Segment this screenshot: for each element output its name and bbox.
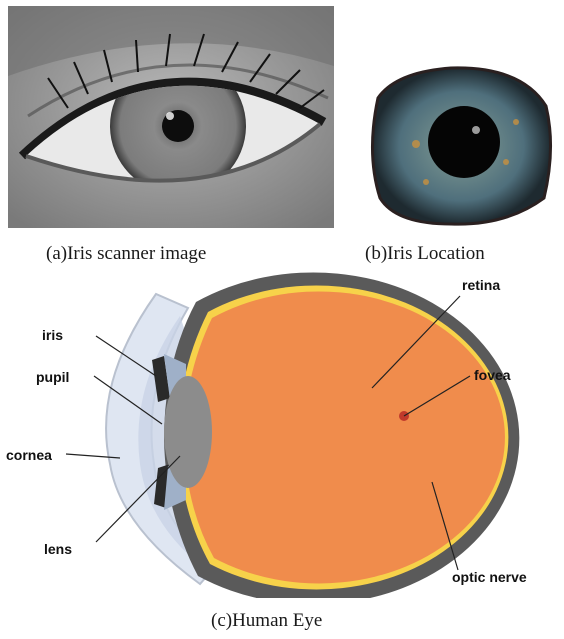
human-eye-diagram: retina iris pupil fovea cornea lens opti… [0, 268, 564, 598]
label-iris: iris [42, 327, 63, 343]
caption-iris-location: (b)Iris Location [365, 243, 485, 265]
caption-iris-scanner-image: (a)Iris scanner image [46, 243, 206, 265]
label-lens: lens [44, 541, 72, 557]
label-retina: retina [462, 277, 500, 293]
label-pupil: pupil [36, 369, 69, 385]
caption-human-eye: (c)Human Eye [211, 610, 322, 632]
label-cornea: cornea [6, 447, 52, 463]
lens-shape [164, 376, 212, 488]
iris-scanner-image [8, 6, 334, 228]
label-fovea: fovea [474, 367, 511, 383]
iris-location-image [356, 58, 564, 233]
label-optic-nerve: optic nerve [452, 569, 527, 585]
